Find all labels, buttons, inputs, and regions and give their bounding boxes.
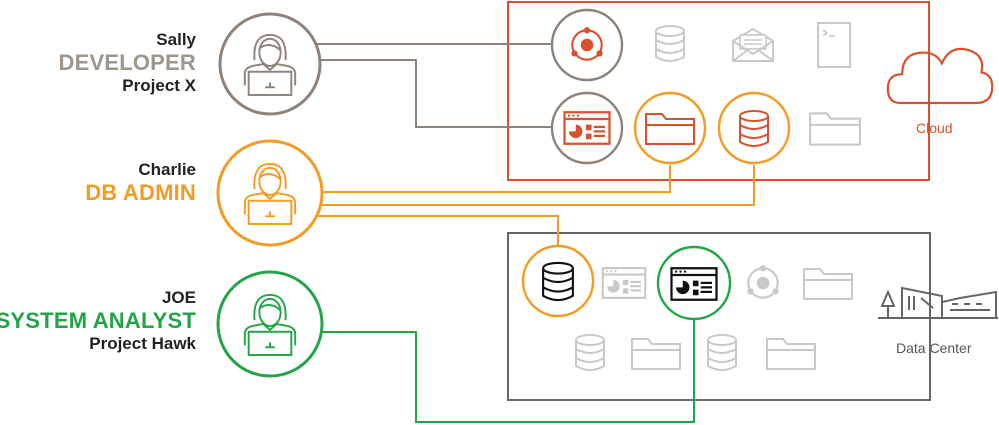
- charlie-to-cloud-db-line: [314, 165, 755, 206]
- terminal-document-icon: [816, 21, 852, 69]
- person-joe[interactable]: [216, 270, 324, 378]
- person-sally[interactable]: [218, 12, 322, 116]
- joe-to-dashboard-line: [314, 320, 695, 423]
- person-name: Sally: [156, 30, 196, 49]
- database-icon: [574, 333, 606, 372]
- person-role: DB ADMIN: [85, 180, 196, 205]
- cloud-database-node[interactable]: [717, 91, 791, 165]
- person-role: SYSTEM ANALYST: [0, 308, 196, 333]
- sally-to-dashboard-line: [306, 59, 552, 128]
- datacenter-label: Data Center: [896, 340, 972, 356]
- datacenter-group-box: [507, 232, 931, 401]
- charlie-to-dc-db-line: [314, 215, 559, 245]
- cloud-hub-node[interactable]: [550, 8, 624, 82]
- database-icon: [706, 333, 738, 372]
- person-name: Charlie: [138, 160, 196, 179]
- data-center-building-icon: [878, 286, 998, 319]
- person-role: DEVELOPER: [58, 50, 196, 75]
- cloud-label: Cloud: [916, 120, 953, 136]
- dc-dashboard-node[interactable]: [656, 245, 732, 321]
- database-icon: [654, 24, 686, 63]
- folder-icon: [765, 337, 817, 371]
- person-label-charlie: Charlie DB ADMIN: [85, 160, 196, 206]
- dashboard-icon: [601, 267, 647, 299]
- person-project: Project X: [122, 76, 196, 95]
- person-label-sally: Sally DEVELOPER Project X: [59, 30, 197, 96]
- folder-icon: [802, 267, 854, 301]
- cloud-icon: [886, 47, 994, 105]
- person-label-joe: JOE SYSTEM ANALYST Project Hawk: [0, 288, 196, 354]
- charlie-to-folder-line: [314, 165, 671, 193]
- connection-lines: [306, 43, 755, 423]
- person-charlie[interactable]: [216, 139, 324, 247]
- mail-icon: [731, 27, 775, 63]
- cloud-dashboard-node[interactable]: [550, 91, 624, 165]
- dc-database-node[interactable]: [521, 244, 595, 318]
- person-name: JOE: [161, 288, 196, 307]
- network-hub-icon: [746, 264, 780, 299]
- person-project: Project Hawk: [89, 334, 196, 353]
- cloud-folder-node[interactable]: [633, 91, 707, 165]
- folder-icon: [630, 337, 682, 371]
- cloud-group-box: [507, 1, 930, 181]
- folder-icon: [808, 112, 862, 146]
